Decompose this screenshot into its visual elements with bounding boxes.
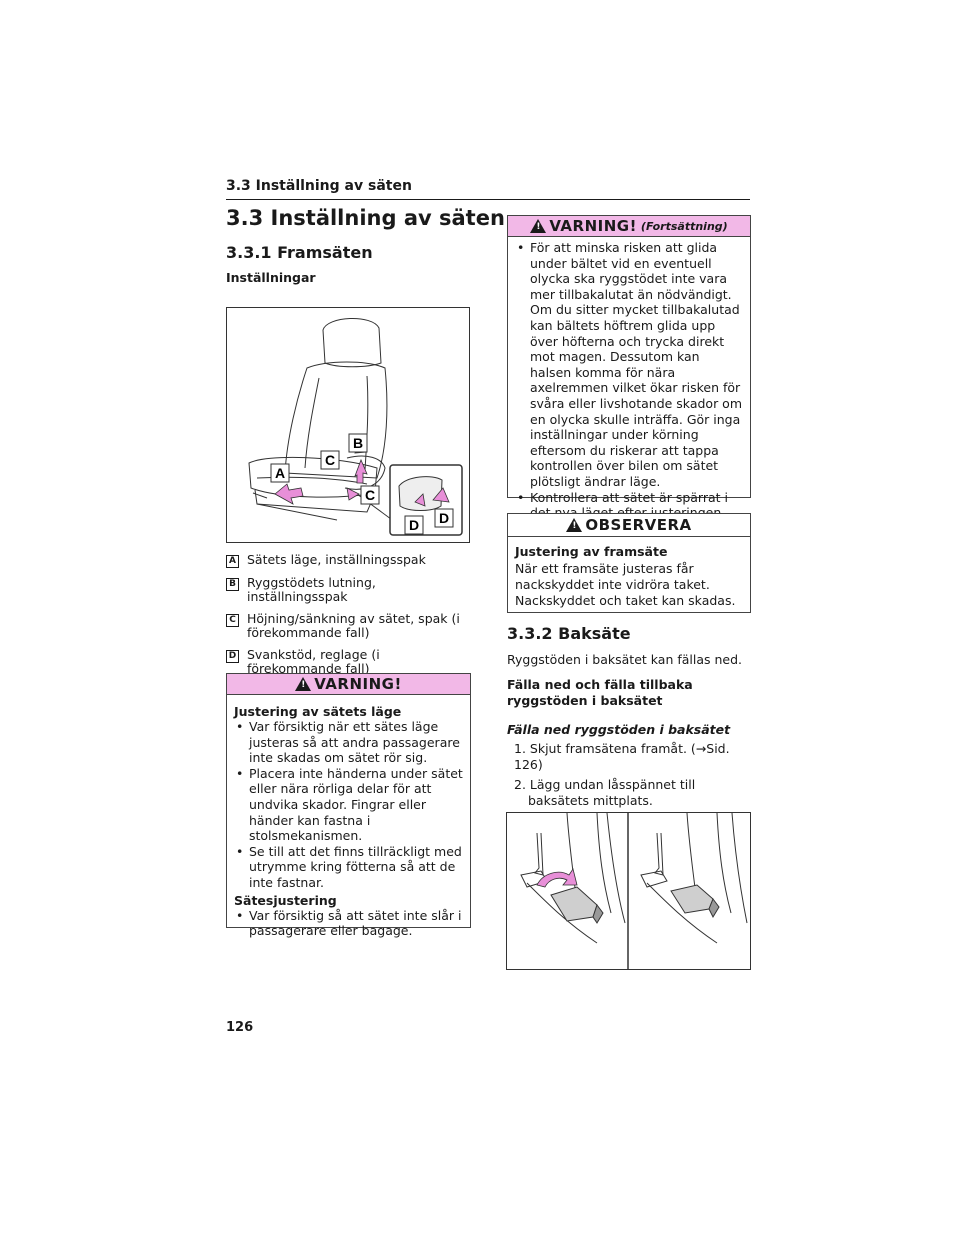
legend-key: B (226, 578, 239, 591)
warning-header: ! VARNING! (Fortsättning) (508, 216, 750, 237)
legend-text: Höjning/sänkning av sätet, spak (i förek… (247, 611, 460, 640)
warning-item: För att minska risken att glida under bä… (515, 240, 744, 490)
legend-key: C (226, 614, 239, 627)
label-d-outer: D (409, 517, 419, 533)
figure-legend: A Sätets läge, inställningsspak B Ryggst… (226, 553, 470, 682)
legend-key: D (226, 650, 239, 663)
step-2: 2. Lägg undan låsspännet till baksätets … (514, 777, 696, 808)
front-seat-figure: A B C C D D (226, 307, 470, 543)
notice-title: OBSERVERA (585, 516, 692, 534)
label-d-inset: D (439, 510, 449, 526)
legend-text: Sätets läge, inställningsspak (247, 552, 426, 567)
step-1: 1. Skjut framsätena framåt. (→Sid. 126) (514, 741, 730, 772)
warning-item: Var försiktig när ett sätes läge justera… (234, 719, 464, 766)
subsection-title-rear-seat: 3.3.2 Baksäte (507, 624, 631, 643)
curved-arrow-icon (536, 868, 578, 888)
legend-key: A (226, 555, 239, 568)
legend-row-c: C Höjning/sänkning av sätet, spak (i för… (226, 612, 470, 640)
warning-item: Se till att det finns tillräckligt med u… (234, 844, 464, 891)
page-title: 3.3 Inställning av säten (226, 206, 505, 230)
rear-seat-illustration (520, 813, 748, 969)
subsection-title-front-seats: 3.3.1 Framsäten (226, 243, 373, 262)
fold-heading: Fälla ned och fälla tillbaka ryggstöden … (507, 677, 693, 708)
notice-box: ! OBSERVERA Justering av framsäte När et… (507, 513, 751, 613)
running-header: 3.3 Inställning av säten (226, 178, 412, 194)
settings-heading: Inställningar (226, 270, 316, 285)
label-c-top: C (325, 452, 335, 468)
legend-text: Ryggstödets lutning, inställningsspak (247, 575, 376, 604)
legend-row-b: B Ryggstödets lutning, inställningsspak (226, 576, 470, 604)
warning-box-continued: ! VARNING! (Fortsättning) För att minska… (507, 215, 751, 520)
warning-subheading: Justering av sätets läge (234, 704, 402, 719)
warning-item: Placera inte händerna under sätet eller … (234, 766, 464, 844)
label-c-bottom: C (365, 487, 375, 503)
header-rule (226, 199, 750, 200)
legend-text: Svankstöd, reglage (i förekommande fall) (247, 647, 380, 676)
warning-title: VARNING! (314, 675, 402, 693)
warning-triangle-icon: ! (530, 219, 547, 233)
fold-steps: 1. Skjut framsätena framåt. (→Sid. 126) … (514, 741, 750, 809)
notice-triangle-icon: ! (566, 518, 583, 532)
notice-text: När ett framsäte justeras får nackskydde… (515, 561, 736, 608)
legend-row-d: D Svankstöd, reglage (i förekommande fal… (226, 648, 470, 676)
label-b: B (353, 435, 363, 451)
warning-continued-label: (Fortsättning) (640, 219, 728, 233)
warning-subheading: Sätesjustering (234, 892, 337, 908)
notice-subheading: Justering av framsäte (515, 544, 668, 559)
warning-box-seat-position: ! VARNING! Justering av sätets läge Var … (226, 673, 471, 938)
warning-header: ! VARNING! (227, 674, 470, 695)
notice-header: ! OBSERVERA (508, 514, 750, 537)
legend-row-a: A Sätets läge, inställningsspak (226, 553, 470, 568)
label-a: A (275, 465, 285, 481)
front-seat-illustration: A B C C D D (248, 317, 463, 536)
rear-seat-figure (506, 812, 751, 970)
warning-title: VARNING! (549, 217, 637, 235)
page-number: 126 (226, 1020, 254, 1035)
fold-subheading: Fälla ned ryggstöden i baksätet (507, 722, 731, 737)
warning-item: Var försiktig så att sätet inte slår i p… (234, 908, 464, 939)
rear-intro: Ryggstöden i baksätet kan fällas ned. (507, 652, 743, 667)
warning-triangle-icon: ! (295, 677, 312, 691)
